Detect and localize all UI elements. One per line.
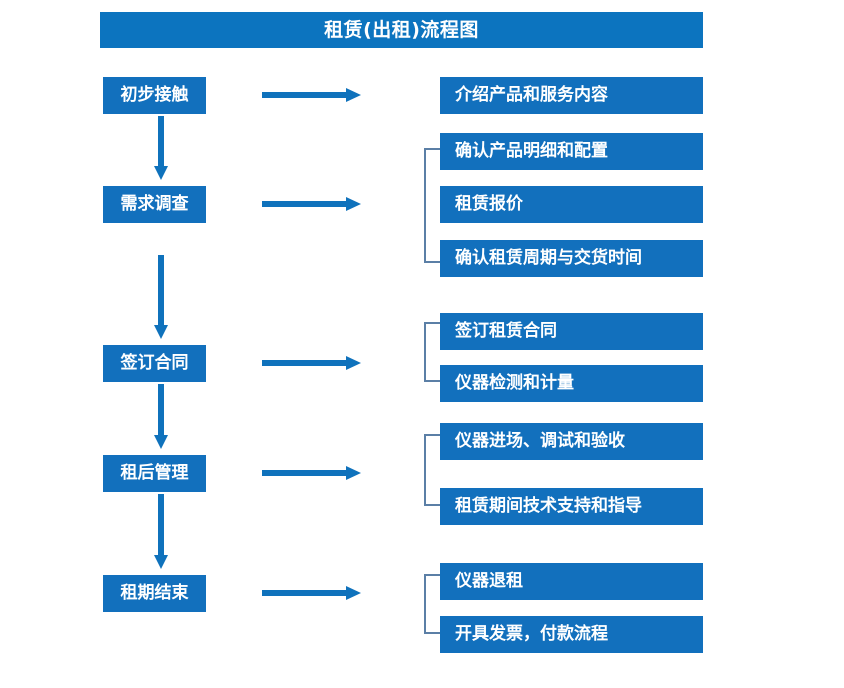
detail-box-8[interactable]: 租赁期间技术支持和指导	[440, 488, 703, 525]
group-bracket-3	[424, 434, 440, 506]
stage-box-3[interactable]: 签订合同	[103, 345, 206, 382]
stage-label-3: 签订合同	[120, 353, 189, 373]
page-title: 租赁(出租)流程图	[324, 18, 479, 41]
detail-label-1: 介绍产品和服务内容	[455, 85, 608, 105]
detail-box-2[interactable]: 确认产品明细和配置	[440, 133, 703, 170]
stage-box-2[interactable]: 需求调查	[103, 186, 206, 223]
detail-label-5: 签订租赁合同	[455, 321, 557, 341]
detail-label-10: 开具发票，付款流程	[455, 624, 608, 644]
detail-label-6: 仪器检测和计量	[455, 373, 574, 393]
stage-label-2: 需求调查	[120, 194, 189, 214]
stage-box-1[interactable]: 初步接触	[103, 77, 206, 114]
right-arrow-icon-5	[262, 585, 362, 601]
right-arrow-icon-2	[262, 196, 362, 212]
detail-box-4[interactable]: 确认租赁周期与交货时间	[440, 240, 703, 277]
detail-label-9: 仪器退租	[455, 571, 523, 591]
detail-box-7[interactable]: 仪器进场、调试和验收	[440, 423, 703, 460]
stage-label-1: 初步接触	[120, 85, 189, 105]
detail-box-6[interactable]: 仪器检测和计量	[440, 365, 703, 402]
detail-box-10[interactable]: 开具发票，付款流程	[440, 616, 703, 653]
right-arrow-icon-1	[262, 87, 362, 103]
stage-label-4: 租后管理	[120, 463, 189, 483]
right-arrow-icon-3	[262, 355, 362, 371]
down-arrow-icon-3	[152, 384, 170, 451]
detail-label-2: 确认产品明细和配置	[455, 141, 608, 161]
detail-box-9[interactable]: 仪器退租	[440, 563, 703, 600]
group-bracket-1	[424, 148, 440, 263]
right-arrow-icon-4	[262, 465, 362, 481]
detail-label-3: 租赁报价	[455, 194, 523, 214]
detail-box-1[interactable]: 介绍产品和服务内容	[440, 77, 703, 114]
detail-label-8: 租赁期间技术支持和指导	[455, 496, 642, 516]
group-bracket-2	[424, 322, 440, 382]
group-bracket-4	[424, 574, 440, 634]
detail-box-5[interactable]: 签订租赁合同	[440, 313, 703, 350]
stage-box-4[interactable]: 租后管理	[103, 455, 206, 492]
down-arrow-icon-4	[152, 494, 170, 571]
down-arrow-icon-2	[152, 255, 170, 341]
chart-title-banner: 租赁(出租)流程图	[100, 12, 703, 48]
detail-label-7: 仪器进场、调试和验收	[455, 431, 625, 451]
down-arrow-icon-1	[152, 116, 170, 182]
stage-label-5: 租期结束	[120, 583, 189, 603]
stage-box-5[interactable]: 租期结束	[103, 575, 206, 612]
detail-box-3[interactable]: 租赁报价	[440, 186, 703, 223]
detail-label-4: 确认租赁周期与交货时间	[455, 248, 642, 268]
